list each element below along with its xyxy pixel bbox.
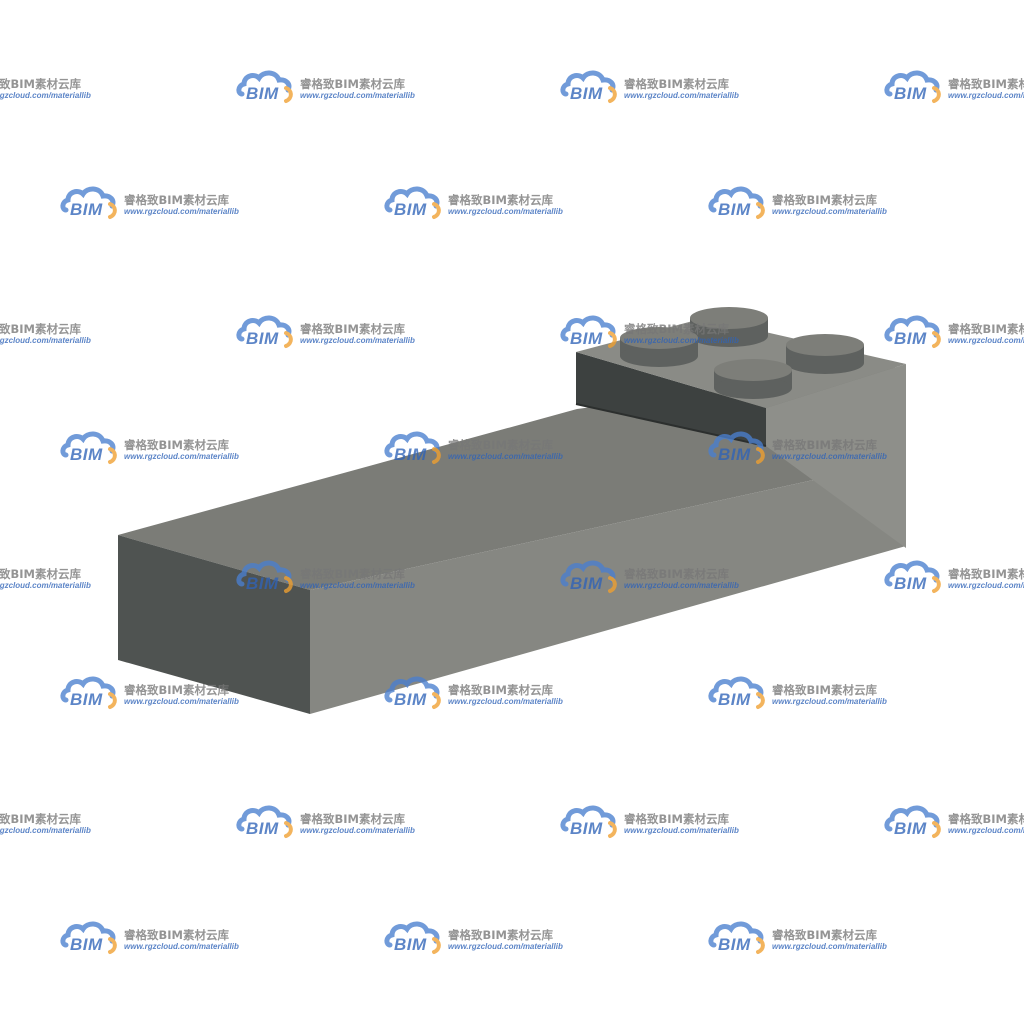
stud-right xyxy=(786,334,864,374)
stud-back xyxy=(690,307,768,347)
block-right-face xyxy=(766,364,906,548)
stud-left xyxy=(620,327,698,367)
stud-front xyxy=(714,359,792,399)
block-front-face xyxy=(576,352,766,446)
